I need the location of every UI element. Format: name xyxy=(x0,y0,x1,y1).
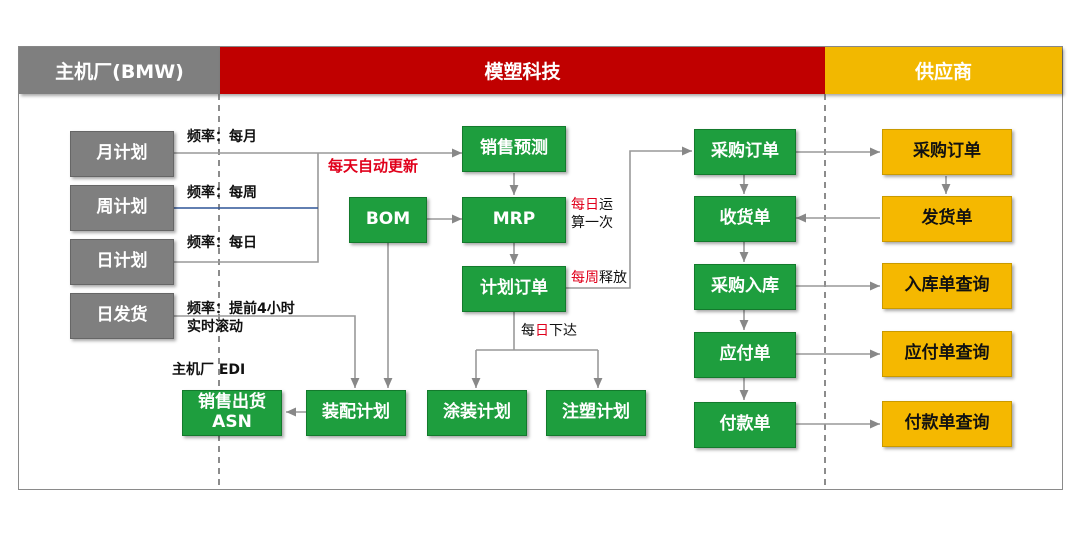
box-delivery-note: 发货单 xyxy=(882,196,1012,242)
label-realtime-rolling: 实时滚动 xyxy=(187,319,243,335)
arrow-delivery-to-assembly xyxy=(174,315,360,388)
label-weekly-release: 每周释放 xyxy=(571,267,627,287)
box-storage-query: 入库单查询 xyxy=(882,263,1012,309)
mrp-run-once: 算一次 xyxy=(571,215,613,232)
label-freq-daily: 频率：每日 xyxy=(187,235,257,251)
line-daily-to-forecast xyxy=(174,153,319,263)
box-receipt: 收货单 xyxy=(694,196,796,242)
daily-issue-every: 每 xyxy=(521,323,535,339)
box-payable-query: 应付单查询 xyxy=(882,331,1012,377)
box-sales-shipment: 销售出货 ASN xyxy=(182,390,282,436)
box-weekly-plan: 周计划 xyxy=(70,185,174,231)
daily-issue-issue: 下达 xyxy=(549,323,577,339)
label-daily-issue: 每日下达 xyxy=(521,320,577,340)
box-payment-query: 付款单查询 xyxy=(882,401,1012,447)
label-freq-delivery: 频率：提前4小时 xyxy=(187,301,295,317)
box-payment: 付款单 xyxy=(694,402,796,448)
box-mrp: MRP xyxy=(462,197,566,243)
label-auto-update: 每天自动更新 xyxy=(328,157,419,175)
box-painting-plan: 涂装计划 xyxy=(427,390,527,436)
label-oem-edi: 主机厂 EDI xyxy=(172,362,246,378)
sales-shipment-line2: ASN xyxy=(212,412,252,432)
arrow-to-painting xyxy=(476,349,598,388)
header-supplier: 供应商 xyxy=(825,47,1062,94)
box-daily-plan: 日计划 xyxy=(70,239,174,285)
box-sales-forecast: 销售预测 xyxy=(462,126,566,172)
mrp-run-yun: 运 xyxy=(599,197,613,213)
weekly-release-weekly: 每周 xyxy=(571,270,599,286)
label-freq-weekly: 频率：每周 xyxy=(187,185,257,201)
label-mrp-daily-run: 每日运 算一次 xyxy=(571,196,613,232)
box-purchase-order: 采购订单 xyxy=(694,129,796,175)
box-monthly-plan: 月计划 xyxy=(70,131,174,177)
header-moulding: 模塑科技 xyxy=(220,47,825,94)
daily-issue-day: 日 xyxy=(535,323,549,339)
mrp-run-daily: 每日 xyxy=(571,197,599,213)
box-injection-plan: 注塑计划 xyxy=(546,390,646,436)
label-freq-monthly: 频率：每月 xyxy=(187,129,257,145)
box-payable: 应付单 xyxy=(694,332,796,378)
box-supplier-purchase-order: 采购订单 xyxy=(882,129,1012,175)
box-daily-delivery: 日发货 xyxy=(70,293,174,339)
arrow-planned-to-purchase xyxy=(566,146,692,289)
box-planned-order: 计划订单 xyxy=(462,266,566,312)
sales-shipment-line1: 销售出货 xyxy=(198,392,266,413)
header-oem: 主机厂(BMW) xyxy=(19,47,220,94)
weekly-release-release: 释放 xyxy=(599,270,627,286)
box-bom: BOM xyxy=(349,197,427,243)
box-assembly-plan: 装配计划 xyxy=(306,390,406,436)
box-purchase-storage: 采购入库 xyxy=(694,264,796,310)
